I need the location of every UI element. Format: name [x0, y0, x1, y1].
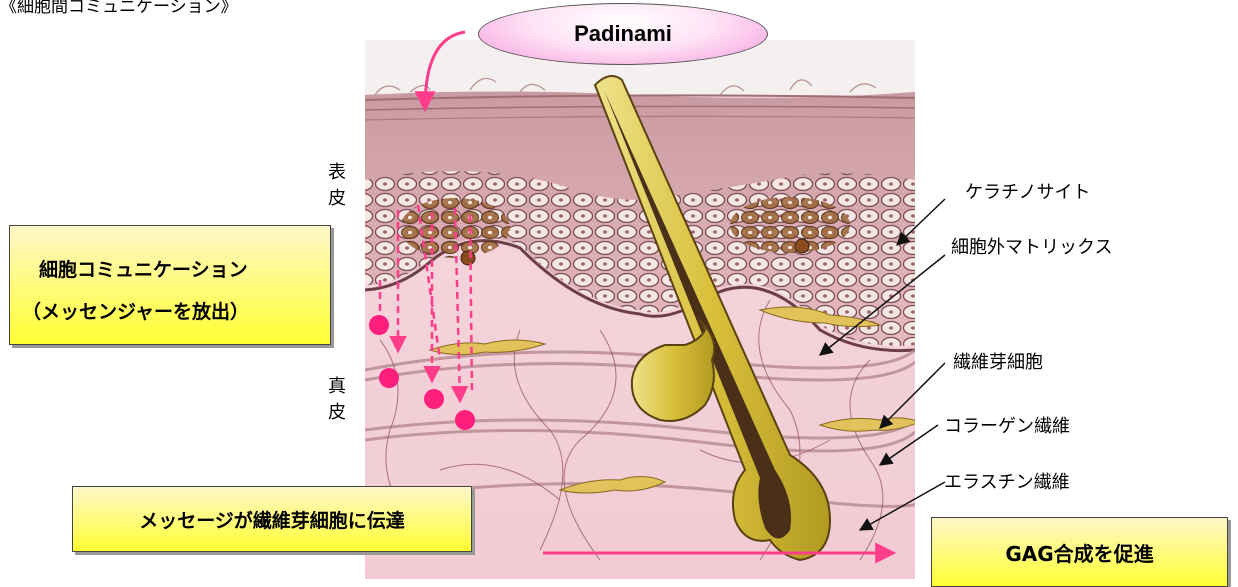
extracellular-matrix-label: 細胞外マトリックス [951, 233, 1112, 259]
message-callout-text: メッセージが繊維芽細胞に伝達 [139, 506, 405, 533]
message-callout: メッセージが繊維芽細胞に伝達 [72, 486, 472, 552]
communication-line2: （メッセンジャーを放出） [22, 291, 330, 333]
melanocyte-cluster-right [730, 197, 850, 253]
epidermis-label: 表 皮 [326, 160, 348, 212]
communication-line1: 細胞コミュニケーション [39, 259, 248, 281]
gag-callout: GAG合成を促進 [931, 517, 1228, 587]
fibroblast-label: 繊維芽細胞 [953, 348, 1043, 374]
padinami-title-bubble: Padinami [478, 3, 768, 65]
keratinocyte-label: ケラチノサイト [965, 178, 1090, 204]
dermis-label-text: 真 皮 [328, 376, 346, 423]
communication-callout: 細胞コミュニケーション （メッセンジャーを放出） [9, 225, 331, 345]
top-caption: 《細胞間コミュニケーション》 [0, 0, 238, 17]
elastin-fiber-label: エラスチン繊維 [944, 468, 1070, 494]
collagen-fiber-label: コラーゲン繊維 [944, 412, 1070, 438]
dermis-label: 真 皮 [326, 374, 348, 426]
gag-callout-text: GAG合成を促進 [1005, 538, 1153, 567]
epidermis-label-text: 表 皮 [328, 162, 346, 209]
